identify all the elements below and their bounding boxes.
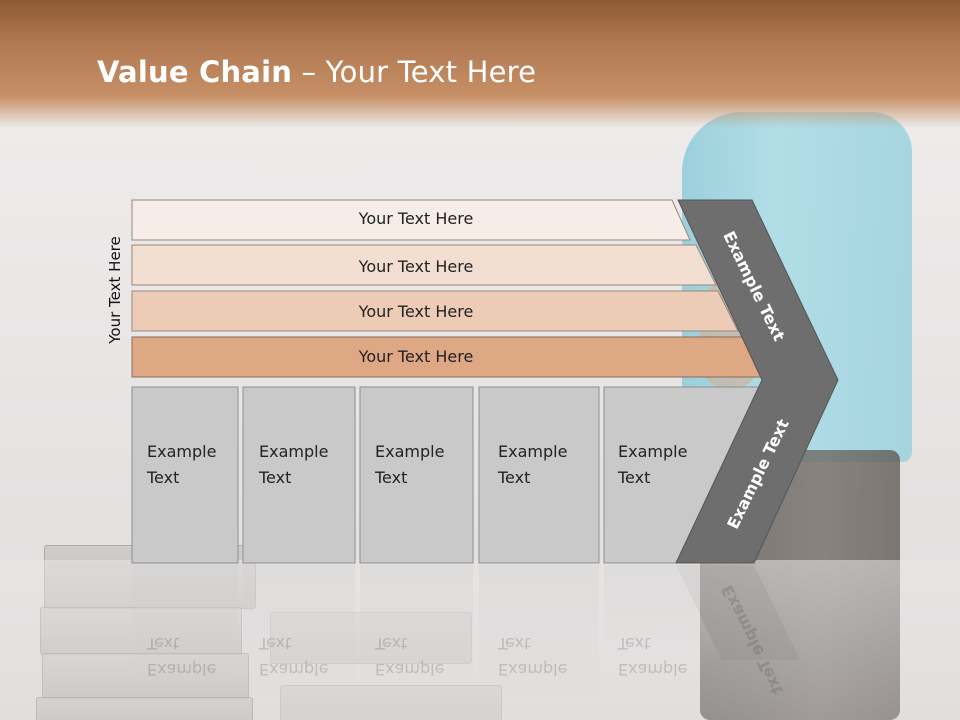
support-bar-label: Your Text Here [358,347,474,366]
slide-title: Value Chain – Your Text Here [97,55,536,89]
activity-box-reflection-text: Example Text [147,634,217,679]
support-bar-label: Your Text Here [358,209,474,228]
title-bold: Value Chain [97,55,293,89]
support-bar-2 [131,244,717,286]
activity-box-reflection-text: Example Text [375,634,445,679]
activity-box-reflection-text: Example Text [618,634,688,679]
box-reflection [360,565,473,705]
activity-box-reflection-text: Example Text [259,634,329,679]
activity-box-label: Example Text [498,442,568,487]
margin-chevron [675,199,839,564]
box-reflection [132,565,238,705]
support-bar-label: Your Text Here [358,302,474,321]
box-reflection [604,565,720,660]
support-bar-label: Your Text Here [358,257,474,276]
activity-box-label: Example Text [259,442,329,487]
title-rest: – Your Text Here [292,55,537,89]
activity-box-label: Example Text [618,442,688,487]
box-reflection [479,565,599,705]
chevron-reflection [676,565,800,660]
activity-box-3 [359,386,474,564]
activity-box-2 [242,386,356,564]
activity-box-reflection-text: Example Text [498,634,568,679]
activity-box-1 [131,386,239,564]
header-band [0,0,960,128]
support-bar-3 [131,290,739,332]
activity-box-label: Example Text [147,442,217,487]
activity-box-label: Example Text [375,442,445,487]
box-reflection [243,565,355,705]
support-bar-1 [131,199,691,241]
activity-box-4 [478,386,600,564]
